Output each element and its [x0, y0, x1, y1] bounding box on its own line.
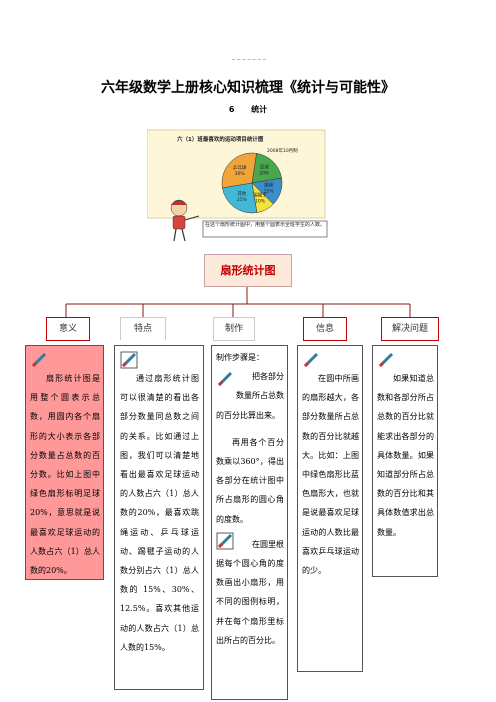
center-node: 扇形统计图	[204, 254, 292, 287]
pen-icon	[31, 352, 47, 368]
pen-icon	[120, 351, 138, 369]
column-meaning: 扇形统计图是用整个圆表示总数，用圆内各个扇形的大小表示各部分数量占总数的百分数。…	[25, 345, 104, 580]
child-illustration	[170, 199, 200, 242]
column-solve: 如果知道总数和各部分所占总数的百分比就能求出各部分的具体数量。如果知道部分所占总…	[372, 345, 438, 577]
pie-label-3: 踢毽子	[253, 191, 267, 198]
pie-label-3: 10%	[255, 198, 266, 204]
column-info: 在圆中所画的扇形越大，各部分数量所占总数的百分比就越大。比如：上图中绿色扇形比蓝…	[297, 345, 363, 672]
info-text: 在圆中所画的扇形越大，各部分数量所占总数的百分比就越大。比如：上图中绿色扇形比蓝…	[302, 374, 359, 576]
page-title: 六年级数学上册核心知识梳理《统计与可能性》	[101, 80, 395, 96]
features-text: 通过扇形统计图可以很清楚的看出各部分数量同总数之间的关系。比如通过上图，我们可以…	[120, 374, 199, 652]
making-intro: 制作步骤是：	[216, 353, 264, 362]
pie-slice-4	[222, 182, 258, 214]
pie-group	[221, 152, 283, 214]
pie-slice-5	[221, 152, 257, 189]
category-info: 信息	[303, 317, 347, 341]
column-making: 制作步骤是： 把各部分数量所占总数的百分比算出来。 再用各个百分数乘以360°，…	[211, 345, 288, 700]
column-features: 通过扇形统计图可以很清楚的看出各部分数量同总数之间的关系。比如通过上图，我们可以…	[114, 345, 204, 690]
mindmap-connectors	[65, 286, 411, 317]
pie-label-2: 跳绳	[264, 181, 273, 188]
making-step-2: 再用各个百分数乘以360°，得出各部分在统计图中所占扇形的圆心角的度数。	[216, 437, 284, 524]
pen-icon	[216, 532, 234, 550]
making-step-3: 在圆里根据每个圆心角的度数画出小扇形，用不同的图例标明，并在每个扇形里标出所占的…	[216, 539, 284, 645]
pie-label-4: 25%	[237, 197, 248, 203]
meaning-text: 扇形统计图是用整个圆表示总数，用圆内各个扇形的大小表示各部分数量占总数的百分数。…	[30, 374, 100, 576]
pen-icon	[378, 352, 394, 368]
pie-chart-figure: 六（1）班最喜欢的运动项目统计图 2008年10月制 足球20% 跳绳15%踢毽子…	[147, 126, 335, 248]
header-rule	[232, 59, 266, 60]
category-making: 制作	[213, 317, 255, 341]
pie-label-4: 其他	[237, 190, 246, 197]
section-heading: 6 统计	[228, 105, 268, 114]
pie-label-5: 30%	[235, 171, 246, 177]
pen-icon	[303, 352, 319, 368]
figure-caption: 六（1）班最喜欢的运动项目统计图	[177, 135, 264, 143]
pie-label-1: 足球	[260, 164, 269, 171]
pie-slice-1	[251, 153, 282, 184]
pie-label-5: 乒乓球	[233, 164, 247, 171]
figure-date: 2008年10月制	[267, 147, 298, 154]
category-meaning: 意义	[46, 317, 90, 341]
category-solve: 解决问题	[381, 317, 439, 341]
pie-label-1: 20%	[259, 171, 270, 177]
speech-bubble: 在这个扇形统计图中，用整个圆表示全班学生的人数。	[205, 222, 325, 228]
making-step-1: 把各部分数量所占总数的百分比算出来。	[216, 372, 284, 420]
pen-icon	[217, 372, 233, 387]
category-features: 特点	[120, 317, 166, 340]
pie-label-2: 15%	[264, 188, 275, 194]
solve-text: 如果知道总数和各部分所占总数的百分比就能求出各部分的具体数量。如果知道部分所占总…	[377, 374, 434, 537]
